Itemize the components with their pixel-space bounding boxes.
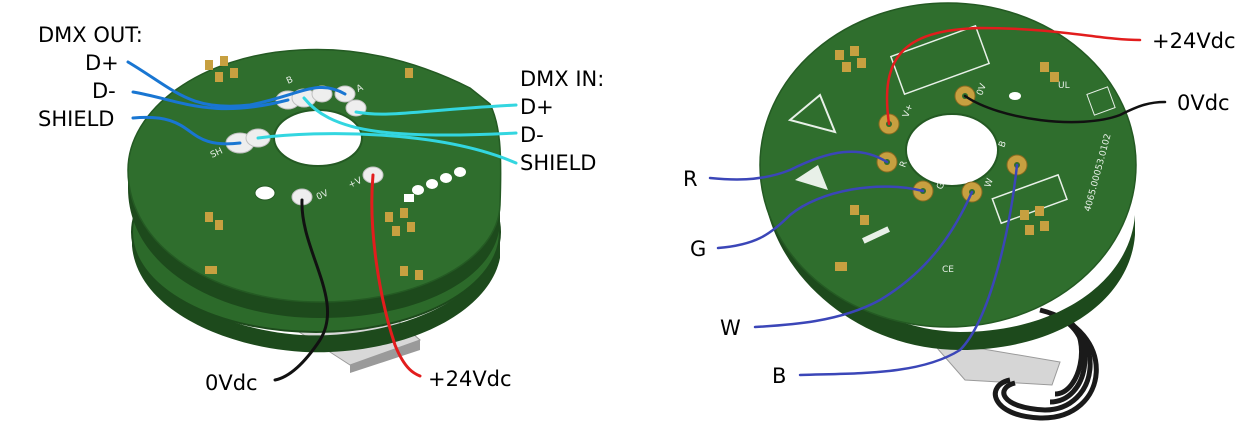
silk-sh: SH: [209, 146, 225, 160]
wire-right-plus: [885, 26, 1142, 126]
silk-r: R: [898, 160, 910, 169]
silk-a: A: [355, 83, 366, 95]
left-center-hole: [273, 109, 363, 167]
dmx-out-dminus-label: D-: [92, 79, 116, 103]
channel-b-label: B: [772, 364, 786, 388]
silk-0v-right: 0V: [975, 82, 989, 97]
wire-dmx-out-dminus: [131, 90, 290, 111]
wire-dmx-in-dminus: [302, 96, 518, 137]
right-connector-pins: [835, 46, 1059, 271]
wire-dmx-in-shield: [256, 132, 518, 165]
wire-g: [716, 185, 925, 250]
channel-w-label: W: [720, 316, 741, 340]
right-wires: [708, 26, 1167, 377]
dmx-in-dminus-label: D-: [520, 123, 544, 147]
wire-dmx-out-dplus: [126, 60, 347, 108]
wire-dmx-in-dplus: [354, 103, 518, 116]
silk-g: G: [935, 181, 947, 191]
channel-g-label: G: [690, 237, 706, 261]
wire-dmx-out-shield: [131, 115, 242, 146]
silk-ce-mark: CE: [942, 265, 954, 275]
wire-r: [708, 150, 889, 181]
dmx-in-shield-label: SHIELD: [520, 151, 596, 175]
silk-w: W: [983, 177, 995, 189]
dmx-in-dplus-label: D+: [520, 95, 554, 119]
channel-r-label: R: [683, 167, 698, 191]
silk-0v: 0V: [315, 188, 331, 202]
silk-b: B: [285, 75, 295, 87]
right-plus-label: +24Vdc: [1152, 29, 1236, 53]
wire-w: [753, 190, 974, 329]
silk-v-plus: V+: [901, 103, 915, 119]
left-lower-board: [132, 228, 500, 353]
wire-left-plus: [370, 173, 422, 378]
right-pcb-assembly: UL CE V+ 0V R G W: [759, 2, 1137, 421]
wire-b: [798, 163, 1019, 377]
wire-left-zero: [273, 198, 330, 382]
right-black-cables: [992, 307, 1099, 421]
dmx-out-dplus-label: D+: [85, 51, 119, 75]
left-connector-pins: [205, 56, 423, 280]
right-center-hole: [905, 113, 999, 187]
dmx-out-shield-label: SHIELD: [38, 107, 114, 131]
left-wires: [126, 60, 518, 382]
left-zero-label: 0Vdc: [205, 371, 258, 395]
dmx-in-title: DMX IN:: [520, 67, 604, 91]
silk-b-right: B: [997, 140, 1009, 149]
silk-ul-mark: UL: [1058, 81, 1070, 91]
wire-right-zero: [963, 94, 1167, 124]
right-zero-label: 0Vdc: [1177, 91, 1230, 115]
dmx-out-title: DMX OUT:: [38, 23, 143, 47]
right-heatsink-block: [928, 339, 1061, 386]
left-plus-label: +24Vdc: [428, 367, 512, 391]
